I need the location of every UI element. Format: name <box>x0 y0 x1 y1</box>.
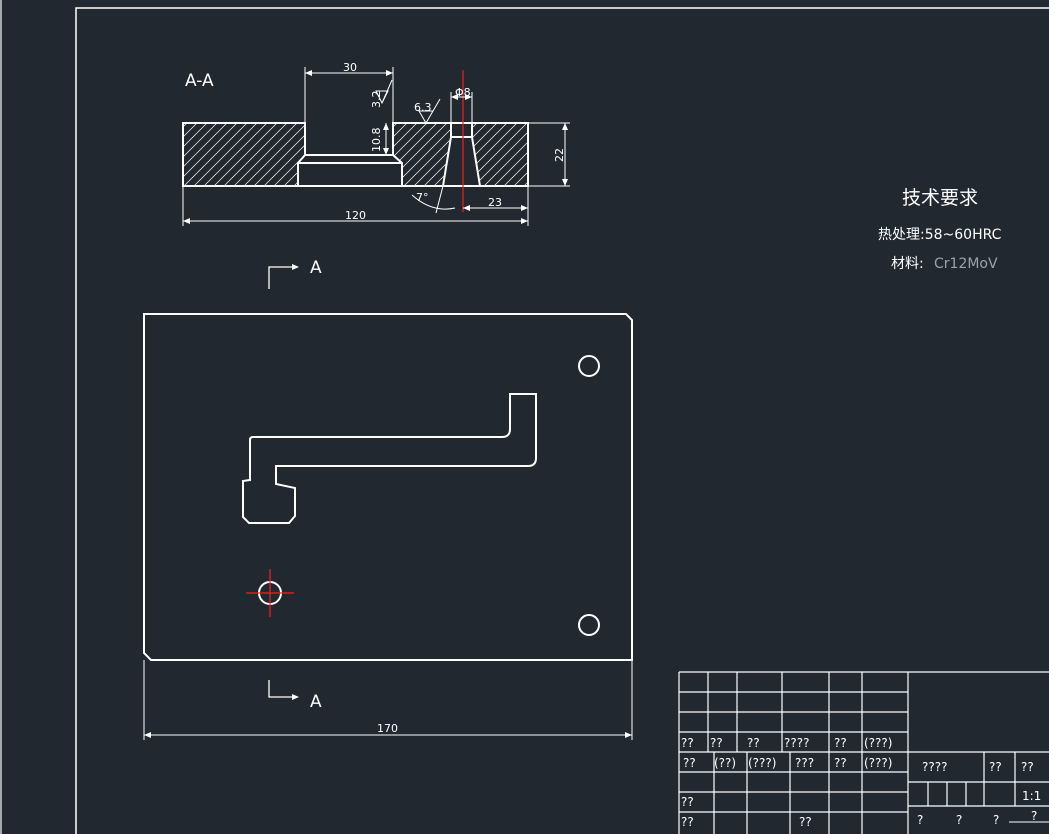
section-cut-mark-bottom <box>268 680 292 698</box>
tb-cell: ?? <box>834 736 847 750</box>
roughness-value-a: 3.2 <box>370 91 383 109</box>
tb-cell: ?? <box>989 760 1002 774</box>
tb-cell: ?? <box>834 756 847 770</box>
section-body-left <box>182 122 306 187</box>
section-cut-mark-top <box>268 266 292 289</box>
section-title: A-A <box>185 71 214 91</box>
plan-view: A A 170 <box>143 258 633 740</box>
tb-cell: ??? <box>795 756 814 770</box>
tb-cell: (???) <box>864 756 892 770</box>
tech-req-title: 技术要求 <box>902 187 978 209</box>
tb-cell: ?? <box>681 815 694 829</box>
tb-mark: ? <box>956 813 962 827</box>
tb-scale: 1:1 <box>1022 789 1041 803</box>
dim-length: 120 <box>345 209 366 222</box>
tb-cell: ?? <box>681 795 694 809</box>
counterbore-edges <box>298 154 402 187</box>
title-block: ?? ?? ?? ???? ?? (???) ?? (??) (???) ???… <box>678 671 1049 834</box>
dowel-hole-bottom-right <box>578 614 600 636</box>
roughness-symbol-b <box>418 98 441 124</box>
section-label-bottom: A <box>310 692 322 712</box>
tb-cell: ?? <box>683 756 696 770</box>
dowel-hole-top-right <box>578 355 600 377</box>
tb-cell: (???) <box>864 736 892 750</box>
taper-angle-arc <box>411 194 456 210</box>
dim-counterbore-depth: 10.8 <box>370 128 383 153</box>
tb-cell: ?? <box>1021 760 1034 774</box>
tech-requirements: 技术要求 热处理:58~60HRC 材料: Cr12MoV <box>878 187 1002 272</box>
hole-center-mark <box>246 569 294 617</box>
title-block-grid <box>678 671 1049 834</box>
section-body-right <box>392 122 529 187</box>
dim-counterbore-width: 30 <box>343 61 357 74</box>
roughness-value-b: 6.3 <box>414 101 432 114</box>
section-view: A-A 30 3.2 10.8 6.3 Φ8 22 <box>182 61 570 226</box>
die-plate-outline <box>143 313 633 661</box>
dim-thickness: 22 <box>553 148 566 162</box>
taper-angle-leader <box>435 185 444 214</box>
tb-cell: (??) <box>714 756 736 770</box>
tb-cell: ?? <box>747 736 760 750</box>
material-label: 材料: <box>891 256 924 272</box>
dim-plate-width: 170 <box>377 722 398 735</box>
dim-taper-angle: 7° <box>416 191 429 204</box>
tb-part-name: ???? <box>922 760 947 774</box>
tb-cell: ???? <box>784 736 809 750</box>
section-arrow-top <box>292 264 299 270</box>
tb-mark: ? <box>993 813 999 827</box>
section-label-top: A <box>310 258 322 278</box>
tapered-hole-edges <box>443 136 480 187</box>
punch-cavity-profile <box>242 393 537 524</box>
roughness-symbol-a <box>375 79 393 105</box>
heat-treatment: 热处理:58~60HRC <box>878 227 1002 243</box>
tb-cell: ?? <box>681 736 694 750</box>
dim-hole-diameter: Φ8 <box>455 86 471 99</box>
tb-mark: ? <box>1031 809 1037 823</box>
inner-frame <box>75 7 1049 834</box>
section-arrow-bottom <box>292 694 299 700</box>
tb-cell: ?? <box>710 736 723 750</box>
tb-cell: (???) <box>748 756 776 770</box>
tb-cell: ?? <box>799 815 812 829</box>
tb-mark: ? <box>917 813 923 827</box>
dim-offset: 23 <box>488 196 502 209</box>
material-value: Cr12MoV <box>934 256 998 272</box>
